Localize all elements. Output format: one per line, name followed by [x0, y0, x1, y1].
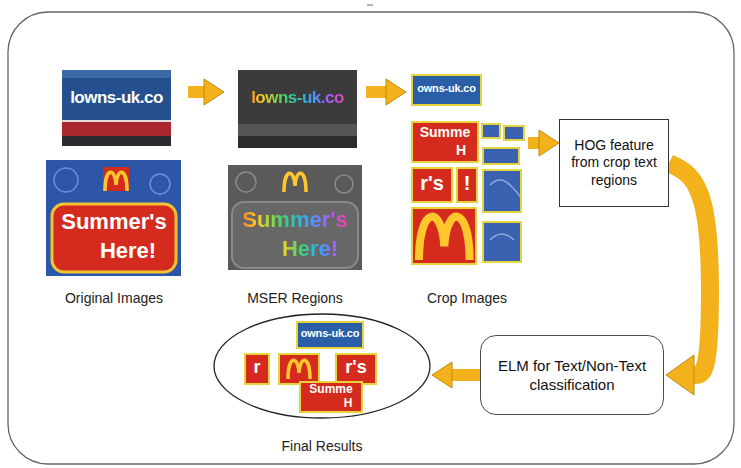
photo-text: lowns-uk.co [238, 88, 357, 108]
mser-photo-poster [228, 165, 362, 270]
original-photo-poster [46, 160, 181, 276]
cropped-regions [483, 222, 521, 262]
photo-text: Summer's [52, 209, 176, 234]
original-photo-poster [103, 167, 129, 191]
cropped-regions [483, 170, 521, 212]
process-box: HOG feature from crop text regions [559, 119, 669, 207]
original-photo-poster [52, 204, 176, 272]
photo-text: Summe [412, 124, 478, 140]
mser-photo-poster [228, 165, 362, 270]
mser-photo-sign [238, 70, 357, 148]
ellipse-outline [214, 314, 430, 418]
result-regions [300, 382, 362, 412]
photo-text: ! [457, 172, 477, 195]
mser-photo-poster [232, 202, 358, 268]
node-text: MSER Regions [247, 290, 343, 310]
photo-text: owns-uk.co [412, 82, 481, 95]
original-photo-sign [62, 70, 171, 122]
flow-arrow [669, 163, 710, 375]
flow-arrow [528, 137, 539, 149]
photo-text: r [245, 357, 269, 378]
process-box: ELM for Text/Non-Text classification [480, 335, 664, 415]
cropped-regions [483, 148, 519, 164]
mser-photo-poster [284, 173, 306, 192]
cropped-regions [412, 208, 476, 264]
outer-frame [8, 12, 734, 464]
original-photo-poster [54, 168, 78, 192]
cropped-regions [412, 75, 524, 264]
mser-photo-sign [238, 136, 357, 148]
mser-photo-sign [238, 70, 357, 148]
original-photo-poster [105, 172, 127, 191]
original-photo-sign [62, 120, 171, 122]
result-regions [279, 354, 319, 384]
photo-text: r's [412, 172, 452, 195]
photo-text: H [446, 142, 476, 158]
cropped-logo [419, 217, 470, 260]
cropped-regions [412, 122, 478, 162]
result-regions [245, 354, 269, 384]
photo-text: Summer's [232, 207, 358, 232]
cropped-regions [482, 124, 500, 138]
node-text: Original Images [65, 290, 163, 310]
flow-arrow [452, 369, 480, 381]
original-photo-sign [62, 122, 171, 136]
mser-photo-poster [335, 175, 353, 193]
original-photo-sign [62, 136, 171, 146]
result-logo [288, 360, 310, 379]
node-text: ELM for Text/Non-Text classification [491, 356, 653, 395]
flow-arrow [366, 86, 386, 98]
result-regions [297, 322, 363, 348]
cropped-logo [490, 180, 520, 197]
mser-photo-poster [236, 172, 256, 192]
cropped-regions [504, 126, 524, 140]
node-text: Crop Images [427, 290, 507, 310]
photo-text: lowns-uk.co [62, 88, 171, 108]
node-text: Final Results [282, 438, 363, 458]
photo-text: Here! [80, 238, 176, 263]
original-photo-sign [62, 70, 171, 78]
frame-tick [367, 5, 373, 6]
original-photo-sign [62, 70, 171, 146]
cropped-regions [412, 75, 481, 105]
cropped-regions [412, 168, 452, 202]
cropped-regions [457, 168, 477, 202]
result-regions [336, 354, 376, 384]
result-regions [245, 322, 376, 412]
node-text: HOG feature from crop text regions [568, 137, 660, 190]
original-photo-poster [150, 174, 170, 194]
mser-photo-sign [238, 124, 357, 136]
cropped-logo [490, 234, 514, 240]
photo-text: r's [336, 357, 376, 378]
photo-text: owns-uk.co [297, 327, 363, 340]
result-logo [288, 360, 310, 379]
photo-text: Here! [262, 236, 358, 261]
photo-text: Summe [300, 383, 362, 397]
original-photo-poster [46, 160, 181, 276]
photo-text: H [336, 397, 360, 411]
flow-arrow [188, 86, 204, 98]
